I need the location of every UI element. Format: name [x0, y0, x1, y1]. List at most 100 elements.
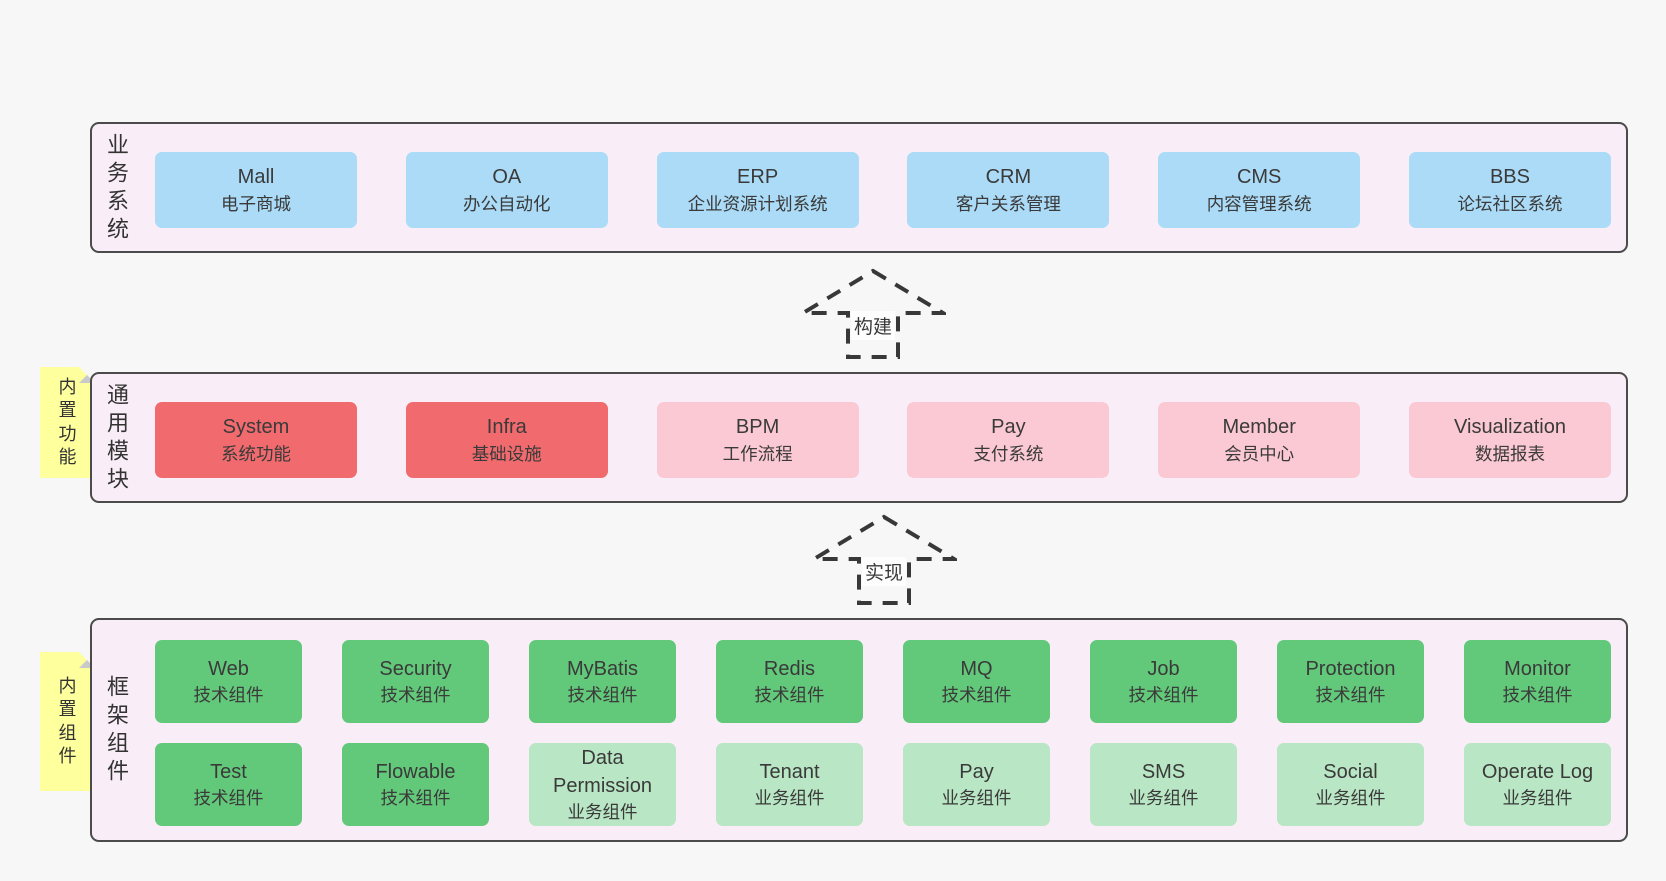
node-subtitle: 论坛社区系统 [1457, 193, 1563, 214]
node-redis: Redis 技术组件 [716, 640, 863, 723]
node-subtitle: 数据报表 [1474, 443, 1545, 464]
layer-side-label: 通用模块 [106, 382, 129, 492]
node-title: Member [1222, 416, 1296, 439]
node-subtitle: 技术组件 [380, 685, 451, 706]
layer-side-label: 框架组件 [106, 674, 129, 785]
node-title: Social [1323, 760, 1378, 783]
node-title: Pay [959, 760, 994, 783]
node-web: Web 技术组件 [155, 640, 302, 723]
node-subtitle: 技术组件 [941, 685, 1012, 706]
node-subtitle: 企业资源计划系统 [687, 193, 828, 214]
node-subtitle: 客户关系管理 [955, 193, 1061, 214]
layer-side-label: 业务系统 [106, 132, 129, 242]
node-bpm: BPM 工作流程 [656, 402, 859, 478]
arrow-label: 实现 [861, 557, 907, 586]
node-erp: ERP 企业资源计划系统 [656, 152, 859, 228]
node-data-permission: Data Permission 业务组件 [529, 743, 676, 826]
node-title: OA [492, 166, 522, 189]
layer-common-modules: 通用模块 System 系统功能 Infra 基础设施 BPM 工作流程 Pay… [90, 372, 1628, 503]
node-subtitle: 业务组件 [1128, 788, 1199, 809]
node-bbs: BBS 论坛社区系统 [1408, 152, 1611, 228]
node-subtitle: 业务组件 [941, 788, 1012, 809]
node-social: Social 业务组件 [1277, 743, 1424, 826]
node-sms: SMS 业务组件 [1090, 743, 1237, 826]
node-mall: Mall 电子商城 [155, 152, 357, 228]
node-subtitle: 技术组件 [1315, 685, 1386, 706]
node-tenant: Tenant 业务组件 [716, 743, 863, 826]
node-title: Flowable [375, 760, 456, 783]
node-subtitle: 支付系统 [973, 443, 1044, 464]
node-subtitle: 会员中心 [1224, 443, 1295, 464]
sticky-note-built-in-functions: 内置功能 [40, 367, 95, 478]
node-title: Security [379, 657, 452, 680]
node-subtitle: 技术组件 [380, 788, 451, 809]
node-cms: CMS 内容管理系统 [1158, 152, 1361, 228]
node-infra: Infra 基础设施 [405, 402, 608, 478]
build-arrow: 构建 [800, 268, 946, 360]
business-systems-row: Mall 电子商城 OA 办公自动化 ERP 企业资源计划系统 CRM 客户关系… [155, 152, 1611, 228]
node-subtitle: 基础设施 [471, 443, 542, 464]
node-title: CRM [985, 166, 1032, 189]
node-monitor: Monitor 技术组件 [1464, 640, 1611, 723]
node-subtitle: 技术组件 [567, 685, 638, 706]
node-title: BPM [735, 416, 780, 439]
node-title: Job [1147, 657, 1180, 680]
node-subtitle: 技术组件 [1502, 685, 1573, 706]
node-title: Infra [486, 416, 527, 439]
node-subtitle: 业务组件 [1315, 788, 1386, 809]
dashed-up-arrow-icon [800, 268, 946, 359]
node-protection: Protection 技术组件 [1277, 640, 1424, 723]
node-title: Tenant [759, 760, 820, 783]
node-subtitle: 办公自动化 [463, 193, 551, 214]
node-operate-log: Operate Log 业务组件 [1464, 743, 1611, 826]
node-subtitle: 业务组件 [754, 788, 825, 809]
node-subtitle: 技术组件 [1128, 685, 1199, 706]
node-mq: MQ 技术组件 [903, 640, 1050, 723]
node-title: System [222, 416, 290, 439]
dashed-up-arrow-icon [811, 514, 957, 605]
node-title: Visualization [1454, 416, 1566, 439]
node-subtitle: 系统功能 [221, 443, 291, 464]
node-subtitle: 技术组件 [193, 788, 264, 809]
node-title: Pay [991, 416, 1026, 439]
node-title: Mall [237, 166, 275, 189]
node-visualization: Visualization 数据报表 [1408, 402, 1611, 478]
node-crm: CRM 客户关系管理 [907, 152, 1110, 228]
node-title: Protection [1305, 657, 1396, 680]
node-subtitle: 技术组件 [193, 685, 264, 706]
node-subtitle: 工作流程 [722, 443, 793, 464]
components-row-1: Web 技术组件 Security 技术组件 MyBatis 技术组件 Redi… [155, 640, 1611, 723]
node-member: Member 会员中心 [1158, 402, 1361, 478]
node-title: Monitor [1504, 657, 1571, 680]
node-title: MyBatis [566, 657, 639, 680]
node-subtitle: 业务组件 [567, 802, 638, 823]
framework-components-grid: Web 技术组件 Security 技术组件 MyBatis 技术组件 Redi… [155, 640, 1611, 826]
node-oa: OA 办公自动化 [405, 152, 608, 228]
components-row-2: Test 技术组件 Flowable 技术组件 Data Permission … [155, 743, 1611, 826]
layer-business-systems: 业务系统 Mall 电子商城 OA 办公自动化 ERP 企业资源计划系统 CRM… [90, 122, 1628, 253]
node-title: MQ [960, 657, 993, 680]
node-pay: Pay 支付系统 [907, 402, 1110, 478]
node-job: Job 技术组件 [1090, 640, 1237, 723]
node-title: CMS [1236, 166, 1282, 189]
node-flowable: Flowable 技术组件 [342, 743, 489, 826]
sticky-note-label: 内置组件 [58, 675, 77, 766]
node-title: SMS [1141, 760, 1186, 783]
node-subtitle: 内容管理系统 [1206, 193, 1312, 214]
node-mybatis: MyBatis 技术组件 [529, 640, 676, 723]
node-subtitle: 电子商城 [221, 193, 291, 214]
node-title: ERP [737, 166, 779, 189]
node-title: BBS [1489, 166, 1530, 189]
implement-arrow: 实现 [811, 514, 957, 606]
node-title: Operate Log [1481, 760, 1594, 783]
node-subtitle: 业务组件 [1502, 788, 1573, 809]
node-security: Security 技术组件 [342, 640, 489, 723]
node-subtitle: 技术组件 [754, 685, 825, 706]
node-title: Data Permission [553, 746, 652, 798]
node-system: System 系统功能 [155, 402, 357, 478]
node-title: Test [210, 760, 247, 783]
node-title: Redis [763, 657, 816, 680]
sticky-note-built-in-components: 内置组件 [40, 652, 95, 791]
node-title: Web [208, 657, 249, 680]
